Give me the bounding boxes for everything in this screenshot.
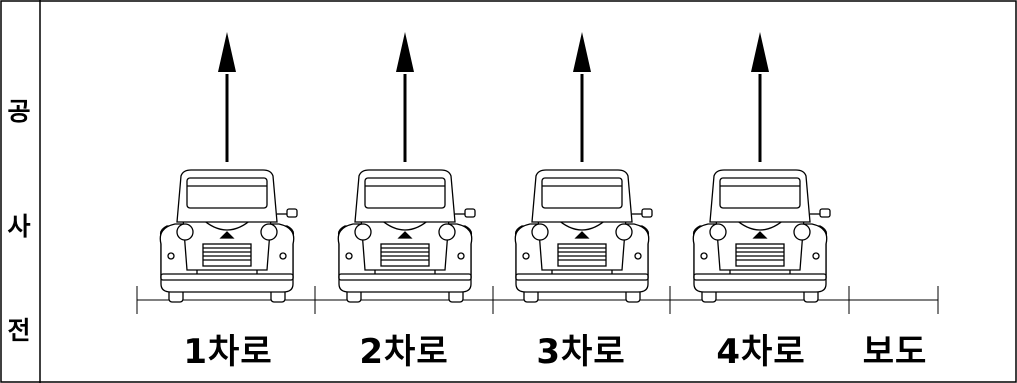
lane-label-2: 2차로 [359, 332, 449, 372]
cars-layer [158, 30, 832, 304]
side-char: 전 [7, 316, 31, 345]
lane-label-3: 3차로 [536, 332, 626, 372]
lane-label-4: 4차로 [716, 332, 806, 372]
car-with-arrow-lane-4 [691, 30, 832, 304]
side-char: 공 [7, 97, 31, 126]
car-with-arrow-lane-2 [336, 30, 477, 304]
car-with-arrow-lane-3 [513, 30, 654, 304]
lane-label-1: 1차로 [183, 332, 273, 372]
side-char: 사 [7, 212, 31, 241]
lane-label-sidewalk: 보도 [862, 332, 928, 372]
car-with-arrow-lane-1 [158, 30, 299, 304]
